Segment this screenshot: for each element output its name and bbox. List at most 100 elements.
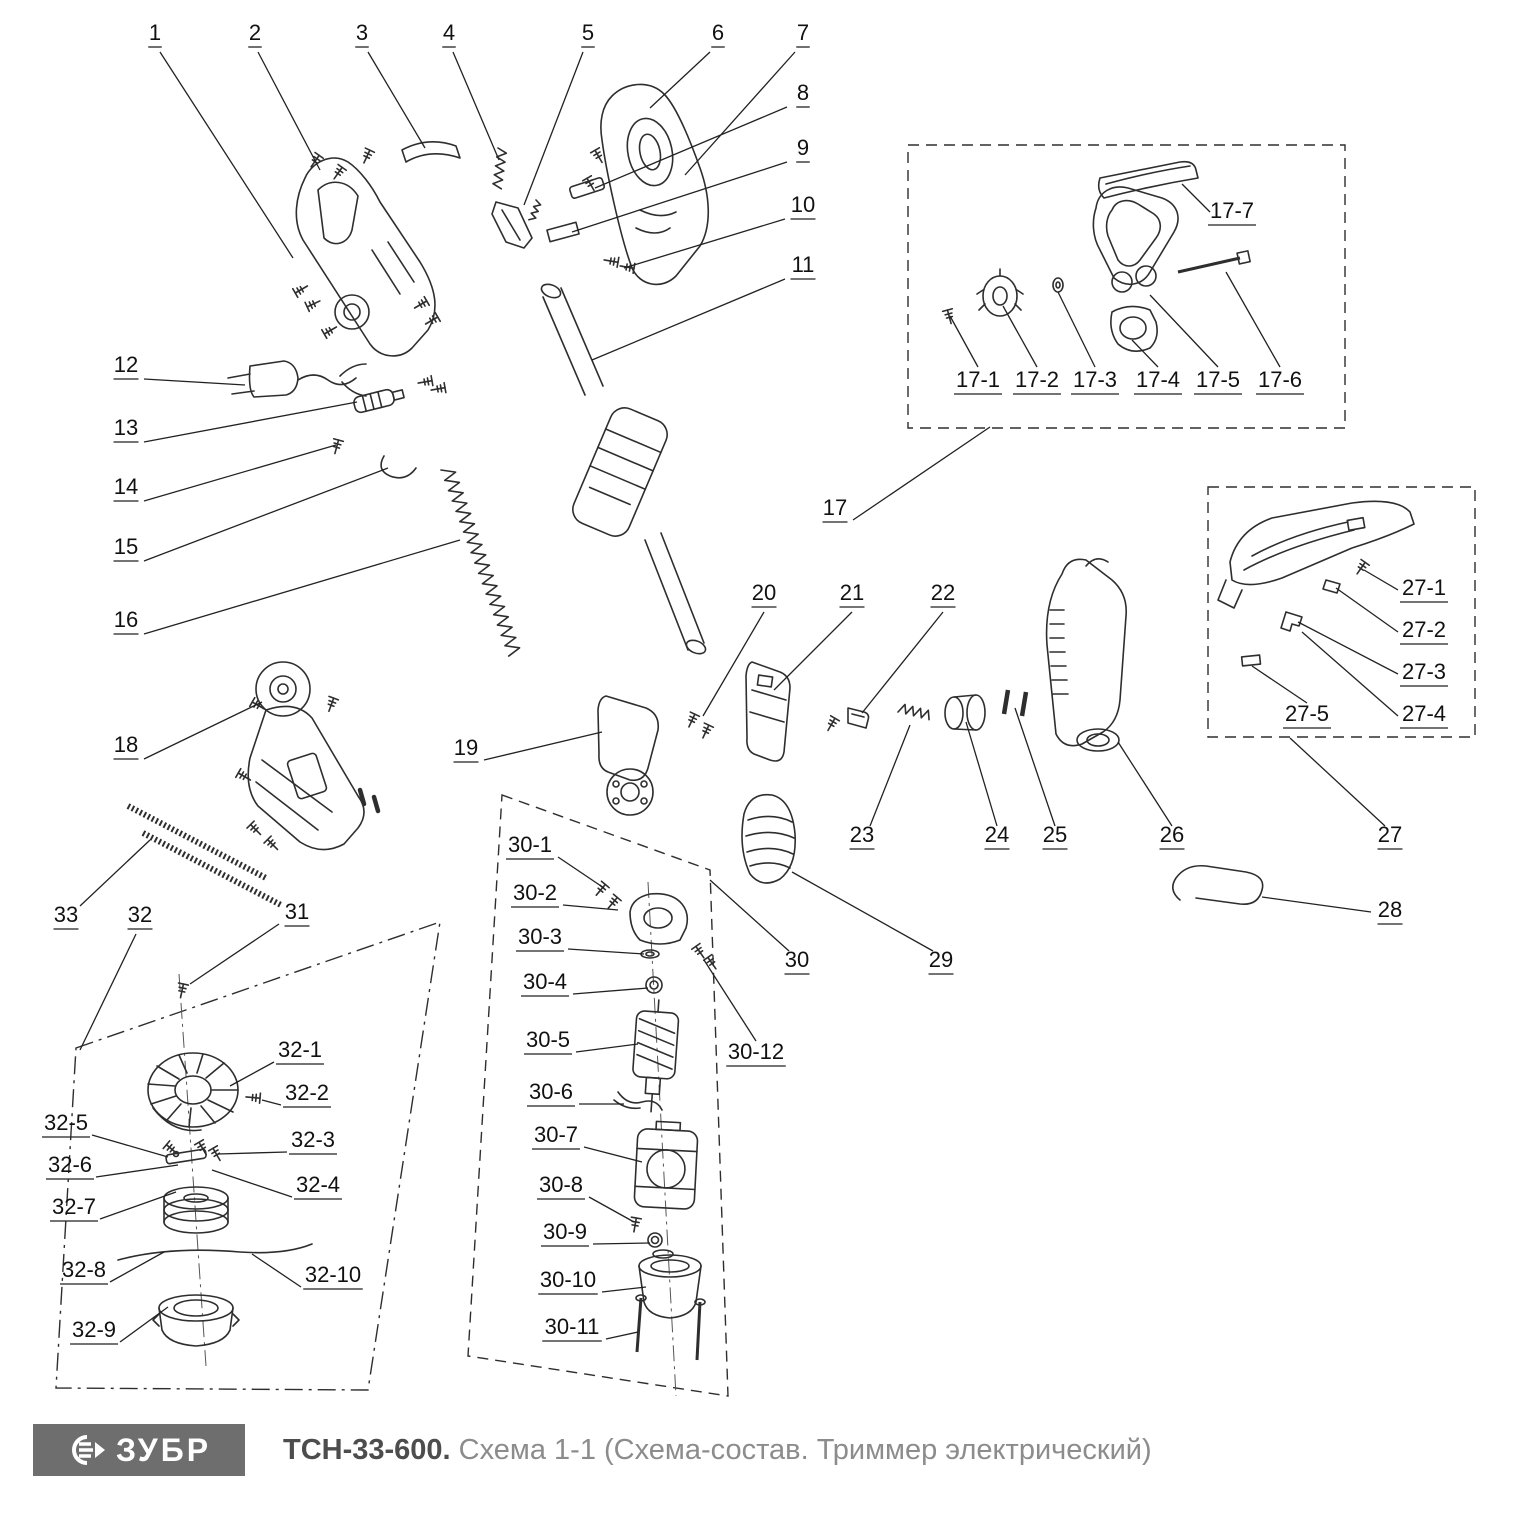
callout-label-5: 5 (582, 20, 594, 45)
callout-24: 24 (965, 721, 1010, 850)
leader-line-27-3 (1297, 621, 1399, 675)
leader-line-28 (1261, 896, 1372, 913)
callout-label-30-8: 30-8 (539, 1172, 583, 1197)
leader-line-30-12 (703, 959, 757, 1042)
callout-label-6: 6 (712, 20, 724, 45)
callout-30: 30 (709, 879, 810, 975)
callout-21: 21 (773, 580, 865, 691)
leader-line-11 (591, 278, 786, 361)
callout-32-8: 32-8 (60, 1251, 165, 1285)
callout-label-30-6: 30-6 (529, 1079, 573, 1104)
part-small-spring-4 (492, 147, 508, 190)
callout-label-9: 9 (797, 135, 809, 160)
callout-label-30-7: 30-7 (534, 1122, 578, 1147)
callout-label-33: 33 (54, 902, 78, 927)
callout-label-30-1: 30-1 (508, 832, 552, 857)
callout-label-32-10: 32-10 (305, 1262, 361, 1287)
callout-label-32-4: 32-4 (296, 1172, 340, 1197)
leader-line-13 (143, 401, 358, 443)
callout-label-30-12: 30-12 (728, 1039, 784, 1064)
callout-label-17-5: 17-5 (1196, 367, 1240, 392)
callout-27-4: 27-4 (1301, 631, 1448, 729)
callout-18: 18 (113, 701, 263, 760)
leader-line-8 (594, 106, 788, 189)
leader-line-27-4 (1301, 631, 1399, 717)
part-blade-27-2 (1322, 579, 1341, 594)
callout-14: 14 (113, 444, 337, 502)
callout-30-10: 30-10 (538, 1267, 647, 1295)
callout-label-32-3: 32-3 (291, 1127, 335, 1152)
callout-17: 17 (822, 426, 991, 523)
leader-line-5 (523, 51, 584, 206)
callout-label-23: 23 (850, 822, 874, 847)
leader-line-30-7 (583, 1146, 643, 1163)
leader-line-22 (861, 611, 944, 714)
part-screw-31 (174, 982, 190, 1000)
callout-5: 5 (523, 20, 595, 206)
diagram-title: ТСН-33-600. Схема 1-1 (Схема-состав. Три… (283, 1434, 1152, 1467)
leader-line-17-4 (1131, 339, 1159, 368)
leader-line-17-2 (1002, 305, 1038, 368)
leader-line-30-3 (567, 948, 645, 955)
part-screw-30-1a (591, 880, 610, 900)
leader-line-26 (1117, 741, 1173, 827)
callout-label-17-6: 17-6 (1258, 367, 1302, 392)
callout-label-28: 28 (1378, 897, 1402, 922)
callout-4: 4 (442, 20, 500, 161)
part-handle-insert-strip (401, 141, 461, 163)
part-trigger-lever (491, 201, 533, 249)
callout-label-8: 8 (797, 80, 809, 105)
callout-27-3: 27-3 (1297, 621, 1448, 687)
part-handle-knob (976, 268, 1024, 317)
leader-line-32-3 (217, 1151, 288, 1155)
part-bearing-washer-30-9 (647, 1232, 674, 1259)
callout-28: 28 (1261, 896, 1403, 925)
callout-label-25: 25 (1043, 822, 1067, 847)
callout-label-30: 30 (785, 947, 809, 972)
leader-line-32-4 (211, 1169, 293, 1198)
callout-30-9: 30-9 (541, 1219, 651, 1247)
leader-line-15 (143, 467, 389, 562)
callout-30-4: 30-4 (521, 969, 649, 997)
callout-17-2: 17-2 (1002, 305, 1061, 395)
callout-30-12: 30-12 (703, 959, 786, 1067)
part-rear-housing-left-half (291, 147, 442, 357)
callout-11: 11 (591, 252, 816, 361)
callout-label-27-3: 27-3 (1402, 659, 1446, 684)
part-rear-housing-right-half (581, 83, 710, 286)
leader-line-17-6 (1225, 271, 1281, 368)
callout-label-17-4: 17-4 (1136, 367, 1180, 392)
part-pin-25b (1019, 691, 1029, 717)
callout-label-32-7: 32-7 (52, 1194, 96, 1219)
leader-line-12 (143, 378, 246, 386)
callout-label-30-3: 30-3 (518, 924, 562, 949)
leader-line-30-1 (557, 856, 605, 889)
part-small-spring-23 (897, 703, 930, 721)
leader-line-32-5 (91, 1134, 169, 1158)
leader-line-30-11 (605, 1331, 639, 1340)
callout-32-4: 32-4 (211, 1169, 342, 1200)
leader-line-17-5 (1149, 294, 1219, 368)
callout-label-27: 27 (1378, 822, 1402, 847)
leader-line-32 (79, 933, 137, 1051)
callout-23: 23 (849, 724, 911, 850)
part-trimmer-line-32-8 (117, 1243, 313, 1261)
callout-32: 32 (79, 902, 153, 1051)
leader-line-32-10 (251, 1253, 302, 1288)
callout-label-30-2: 30-2 (513, 880, 557, 905)
part-screw-27-1 (1352, 558, 1371, 578)
callout-17-5: 17-5 (1149, 294, 1242, 395)
part-d-handle (1092, 186, 1179, 293)
callout-label-29: 29 (929, 947, 953, 972)
callout-30-8: 30-8 (537, 1172, 635, 1223)
group-17-box (907, 144, 1346, 429)
callout-30-2: 30-2 (511, 880, 619, 911)
callout-3: 3 (355, 20, 426, 149)
leader-line-29 (791, 871, 934, 952)
callout-label-20: 20 (752, 580, 776, 605)
leader-line-31 (189, 923, 280, 985)
callout-10: 10 (623, 192, 816, 269)
callout-label-30-11: 30-11 (545, 1314, 600, 1339)
callout-27-5: 27-5 (1251, 665, 1331, 729)
part-handle-clamp-17-4 (1110, 305, 1158, 352)
